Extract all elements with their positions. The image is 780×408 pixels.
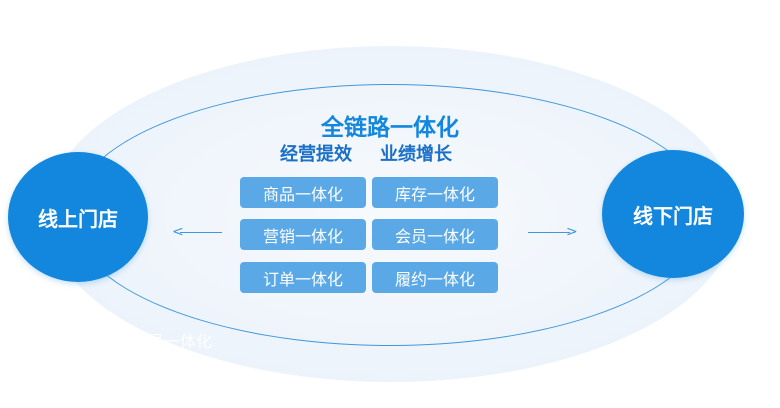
ghost-label: 会员一体化 bbox=[132, 332, 213, 351]
feature-product: 商品一体化 bbox=[240, 177, 366, 208]
subtitle-growth: 业绩增长 bbox=[380, 144, 452, 165]
subtitle-efficiency: 经营提效 bbox=[280, 144, 352, 165]
diagram-title: 全链路一体化 bbox=[321, 115, 459, 141]
feature-member: 会员一体化 bbox=[372, 219, 498, 250]
left-arrow-icon: < bbox=[172, 224, 222, 240]
offline-store-node: 线下门店 bbox=[602, 150, 744, 278]
feature-inventory: 库存一体化 bbox=[372, 177, 498, 208]
online-store-node: 线上门店 bbox=[8, 152, 148, 282]
feature-fulfillment: 履约一体化 bbox=[372, 262, 498, 293]
feature-marketing: 营销一体化 bbox=[240, 219, 366, 250]
feature-order: 订单一体化 bbox=[240, 262, 366, 293]
right-arrow-icon: > bbox=[528, 224, 578, 240]
